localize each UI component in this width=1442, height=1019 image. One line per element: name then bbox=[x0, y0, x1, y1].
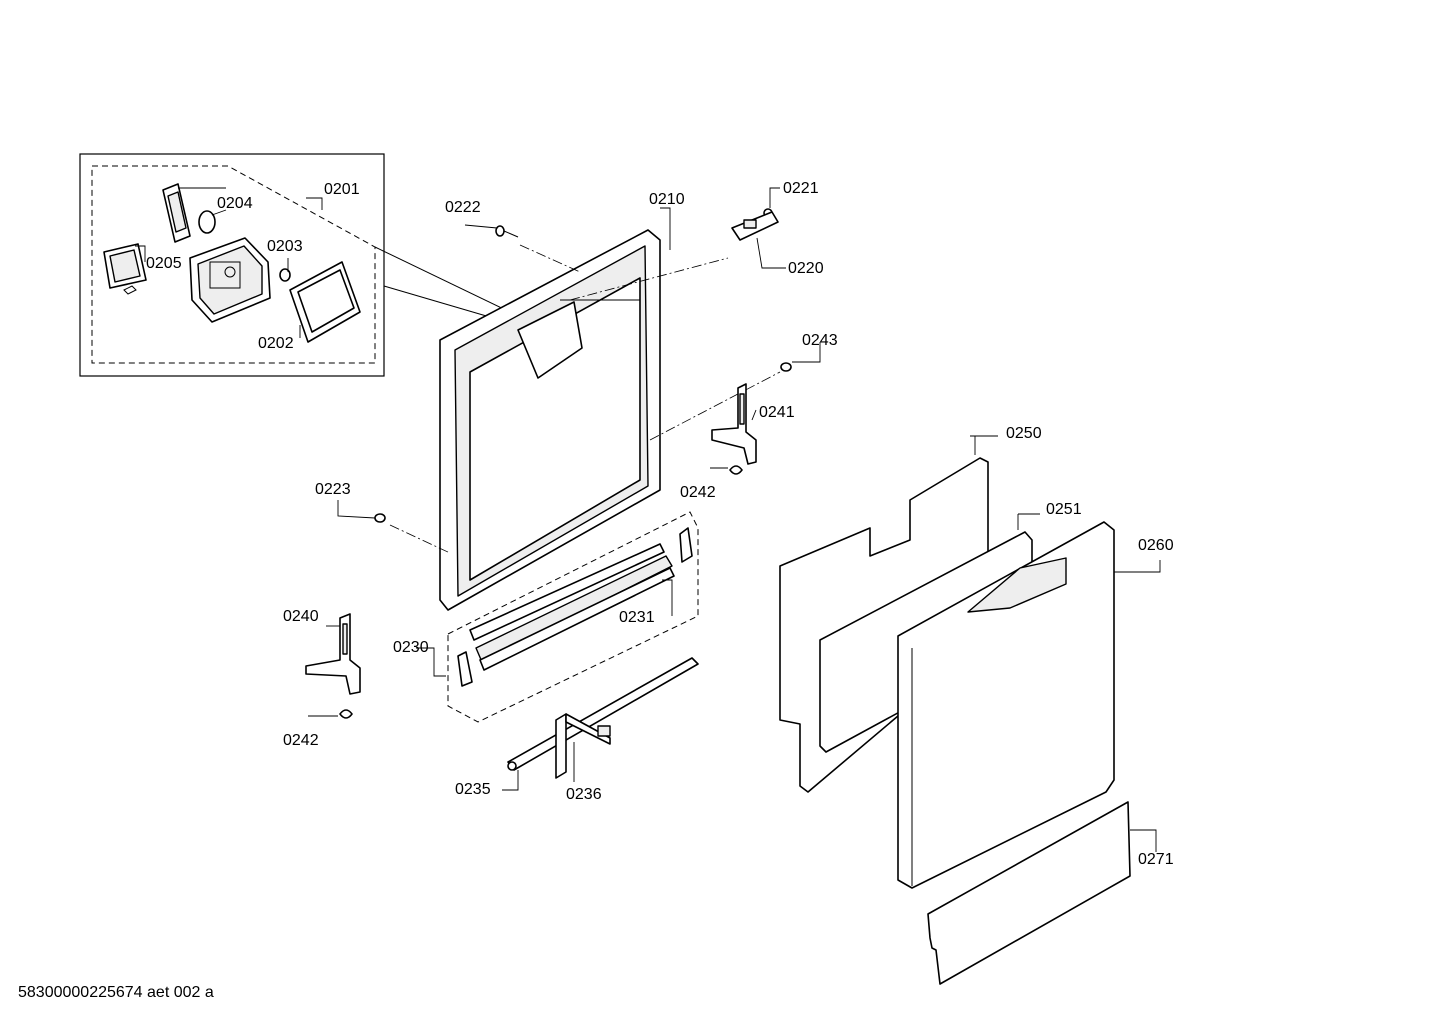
dispenser-unit-part bbox=[189, 237, 271, 323]
label-0242-upper: 0242 bbox=[680, 484, 716, 501]
knob-part bbox=[279, 268, 291, 282]
label-0230: 0230 bbox=[393, 639, 429, 656]
clip-part bbox=[729, 465, 743, 475]
label-0210: 0210 bbox=[649, 191, 685, 208]
kick-plate-part bbox=[927, 801, 1131, 985]
dispenser-gasket-part bbox=[289, 261, 361, 343]
seal-ring-part bbox=[198, 210, 216, 234]
label-0221: 0221 bbox=[783, 180, 819, 197]
label-0205: 0205 bbox=[146, 255, 182, 272]
label-0236: 0236 bbox=[566, 786, 602, 803]
label-0260: 0260 bbox=[1138, 537, 1174, 554]
front-door-part bbox=[897, 521, 1115, 889]
dispenser-flap-part bbox=[162, 183, 191, 243]
label-0223: 0223 bbox=[315, 481, 351, 498]
support-rail-part bbox=[507, 657, 699, 771]
document-id: 58300000225674 aet 002 a bbox=[18, 984, 214, 1001]
label-0251: 0251 bbox=[1046, 501, 1082, 518]
label-0271: 0271 bbox=[1138, 851, 1174, 868]
screw-part bbox=[374, 513, 386, 523]
screw-part bbox=[495, 225, 519, 238]
door-latch-part bbox=[731, 211, 779, 241]
screw-part bbox=[780, 362, 792, 372]
label-0241: 0241 bbox=[759, 404, 795, 421]
label-0220: 0220 bbox=[788, 260, 824, 277]
label-0231: 0231 bbox=[619, 609, 655, 626]
label-0250: 0250 bbox=[1006, 425, 1042, 442]
hinge-right-part bbox=[711, 383, 757, 465]
label-0202: 0202 bbox=[258, 335, 294, 352]
rail-bracket-part bbox=[555, 713, 611, 779]
label-0204: 0204 bbox=[217, 195, 253, 212]
label-0235: 0235 bbox=[455, 781, 491, 798]
label-0203: 0203 bbox=[267, 238, 303, 255]
label-0243: 0243 bbox=[802, 332, 838, 349]
label-0222: 0222 bbox=[445, 199, 481, 216]
label-0242-lower: 0242 bbox=[283, 732, 319, 749]
dispenser-lid-part bbox=[103, 243, 147, 295]
bottom-rail-assembly bbox=[447, 511, 699, 723]
label-0201: 0201 bbox=[324, 181, 360, 198]
dispenser-detail-inset bbox=[79, 153, 511, 377]
inner-door-part bbox=[439, 229, 661, 611]
hinge-left-part bbox=[305, 613, 361, 695]
label-0240: 0240 bbox=[283, 608, 319, 625]
clip-part bbox=[339, 709, 353, 719]
